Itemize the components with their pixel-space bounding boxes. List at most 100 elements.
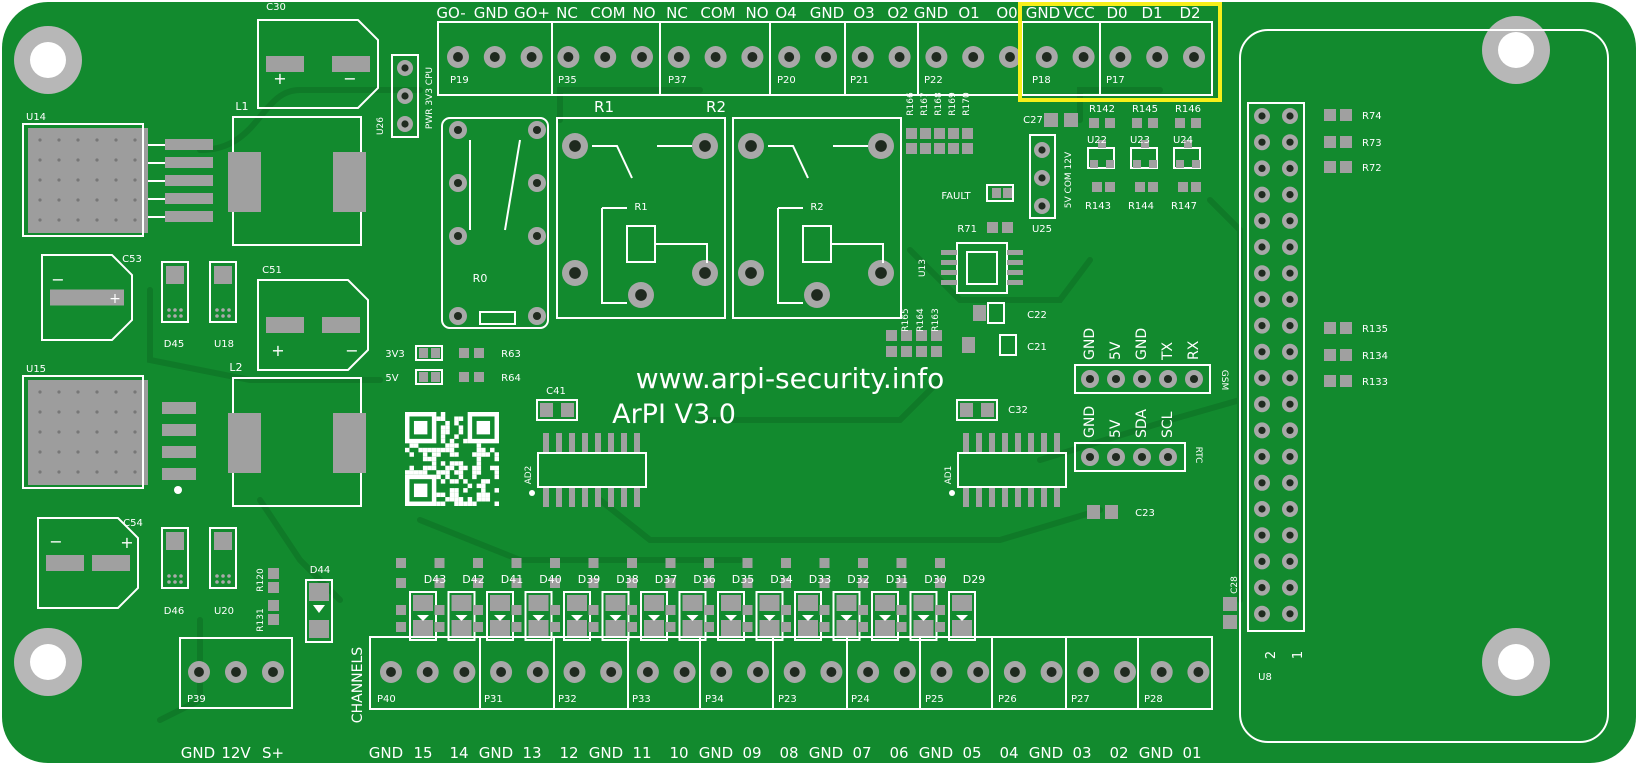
smd-pad — [935, 605, 945, 615]
resistor-label: R144 — [1128, 201, 1154, 212]
smd-pad — [1132, 118, 1142, 128]
pin — [227, 314, 231, 318]
smd-pad — [819, 605, 830, 615]
header-pin-hole — [1286, 217, 1294, 225]
diode-symbol — [879, 615, 891, 621]
terminal-name: P33 — [632, 694, 651, 705]
smd-pad — [1090, 160, 1098, 168]
smd-pad — [451, 595, 472, 611]
pin — [221, 308, 225, 312]
qr-module — [490, 447, 495, 453]
smd-pad — [322, 317, 360, 333]
terminal-name: P32 — [558, 694, 577, 705]
header-pin-hole — [1286, 400, 1294, 408]
ic-pin — [608, 433, 614, 453]
qr-module — [458, 497, 464, 502]
smd-pad — [1106, 160, 1114, 168]
smd-pad — [268, 614, 279, 625]
smd-pad — [858, 605, 868, 615]
ic-pin — [941, 260, 957, 265]
smd-pad — [704, 578, 714, 588]
qr-module — [422, 465, 428, 471]
relay-outline — [732, 117, 902, 319]
header-pin-hole — [1258, 217, 1266, 225]
header-pin-hole — [1286, 164, 1294, 172]
smd-pad — [858, 578, 868, 588]
qr-module — [476, 465, 482, 471]
qr-finder — [405, 474, 437, 506]
relay-pin-hole — [532, 178, 542, 188]
relay-pin-hole — [453, 125, 463, 135]
terminal-label: NO — [632, 4, 655, 22]
copper-trace — [157, 617, 203, 723]
thermal-via — [114, 390, 118, 394]
resistor-label: R72 — [1362, 163, 1382, 174]
thermal-via — [95, 450, 99, 454]
smd-pad — [1105, 118, 1115, 128]
smd-pad — [550, 605, 560, 615]
smd-pad — [644, 595, 664, 611]
qr-module — [481, 479, 486, 484]
terminal-label: GO+ — [514, 4, 550, 22]
header-pin-hole — [1286, 584, 1294, 592]
smd-pad — [742, 578, 753, 588]
smd-pad — [268, 568, 279, 579]
terminal-name: P18 — [1032, 75, 1051, 86]
smd-pad — [431, 372, 440, 382]
smd-pad — [268, 600, 279, 611]
qr-module — [494, 470, 499, 475]
thermal-via — [38, 218, 42, 222]
header-pin-hole — [1286, 322, 1294, 330]
relay-schematic — [768, 145, 884, 304]
diode-outline — [794, 591, 822, 641]
qr-module — [409, 465, 414, 471]
ic-pin — [963, 433, 969, 453]
diode-label: D30 — [924, 573, 946, 586]
smd-pad — [1105, 505, 1118, 519]
header-pin-hole — [1286, 557, 1294, 566]
smd-pad — [165, 139, 213, 150]
pin — [221, 580, 225, 584]
smd-pad — [1105, 182, 1115, 192]
terminal-label: S+ — [262, 744, 284, 762]
ic-pin — [621, 487, 627, 507]
terminal-pin-hole — [968, 52, 979, 62]
smd-pad — [721, 620, 741, 636]
copper-trace — [557, 87, 703, 123]
copper-trace — [147, 287, 383, 383]
pin — [215, 580, 219, 584]
smd-pad — [875, 595, 895, 611]
qr-module — [472, 470, 477, 475]
qr-module — [481, 447, 486, 453]
smd-pad — [396, 578, 406, 588]
terminal-name: P22 — [924, 75, 943, 86]
smd-pad — [1324, 136, 1336, 148]
smd-pad — [473, 622, 483, 632]
cap-label: C32 — [1008, 405, 1028, 416]
terminal-pin-hole — [679, 667, 690, 677]
cap-outline — [956, 399, 998, 421]
ic-pin — [543, 433, 549, 453]
terminal-label: 02 — [1109, 744, 1128, 762]
smd-pad — [1002, 222, 1013, 233]
smd-pad — [1191, 182, 1201, 192]
ic-pin — [595, 433, 601, 453]
qr-module — [454, 434, 459, 439]
smd-pad — [742, 605, 753, 615]
qr-finder-center — [413, 420, 428, 435]
smd-pad — [704, 605, 714, 615]
relay-outline — [556, 117, 726, 319]
qr-module — [440, 461, 446, 466]
diode-label: D43 — [424, 573, 446, 586]
relay-pin-hole — [532, 311, 542, 321]
resistor-label: R164 — [916, 308, 926, 332]
smd-pad — [1148, 182, 1158, 192]
qr-module — [440, 429, 446, 435]
diode-outline — [678, 591, 707, 641]
diode-symbol — [494, 615, 506, 621]
resistor-label: R131 — [256, 608, 266, 631]
ic-pin — [1041, 487, 1047, 507]
diode-label: D39 — [578, 573, 600, 586]
smd-pad — [567, 595, 587, 611]
header-pin-hole — [1258, 479, 1266, 487]
